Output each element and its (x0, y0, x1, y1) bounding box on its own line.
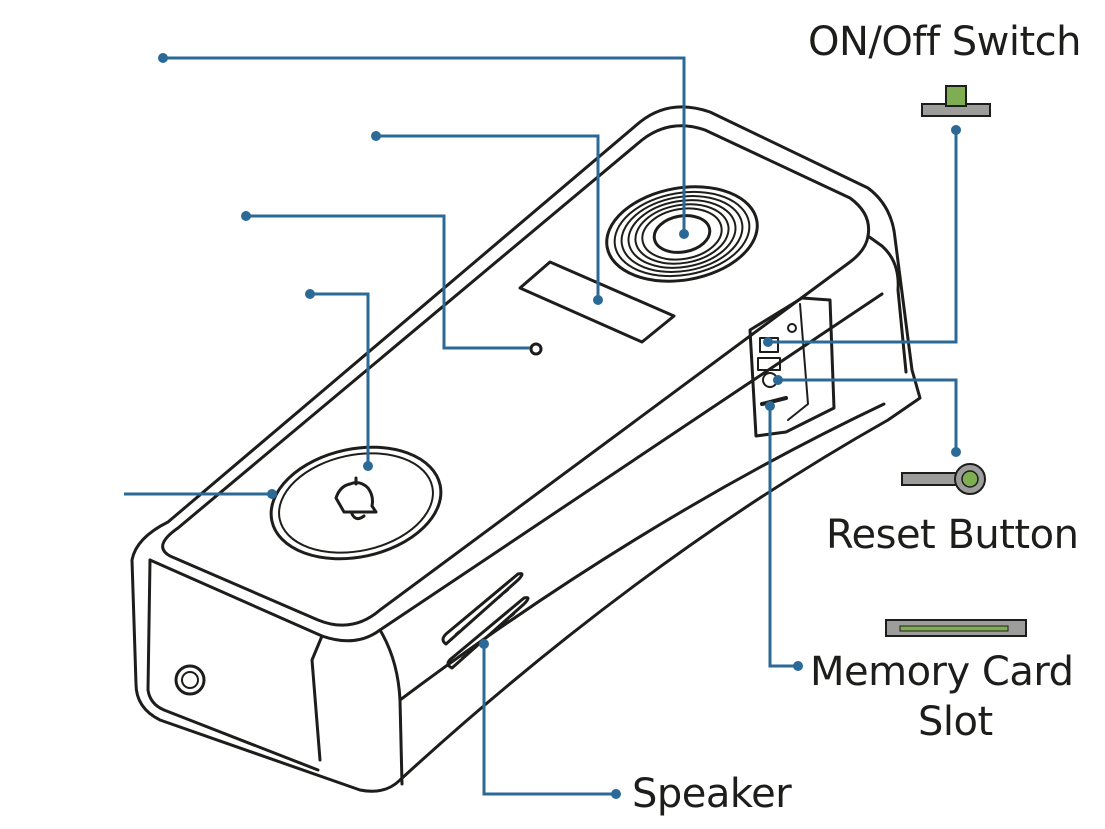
leader-reset (778, 378, 958, 452)
leader-lines (124, 56, 958, 796)
leader-memory (768, 406, 798, 668)
device-right-front-bottom (398, 402, 886, 702)
bell-icon (334, 476, 378, 521)
doorbell-button (269, 445, 443, 561)
reset-button-label: Reset Button (826, 512, 1079, 558)
sensor-window (518, 260, 676, 344)
leader-onoff (768, 130, 958, 344)
leader-dots (158, 53, 961, 799)
speaker-grille (441, 572, 530, 670)
device-front-lower (146, 558, 320, 772)
leader-mic (246, 214, 530, 350)
device-side-line (378, 292, 884, 632)
on-off-switch-label: ON/Off Switch (808, 19, 1082, 65)
device-right-front (378, 628, 404, 786)
device-outer-outline (130, 105, 922, 793)
device-side-edge (866, 234, 908, 374)
device-bottom-edge (310, 634, 324, 762)
leader-button (310, 292, 370, 466)
reset-pin-icon (901, 463, 986, 495)
microphone-hole (529, 342, 543, 356)
memory-card-label-line1: Memory Card (810, 649, 1074, 695)
leader-sensor (376, 134, 600, 300)
memory-card-label-line2: Slot (918, 699, 993, 745)
device-front-edge (148, 558, 382, 643)
camera-lens (605, 185, 759, 283)
leader-camera (163, 56, 686, 234)
device-top-face (161, 124, 871, 627)
speaker-label: Speaker (632, 771, 792, 817)
front-port (174, 664, 206, 696)
doorbell-button-inner (278, 452, 434, 554)
leader-speaker (482, 644, 616, 796)
side-port-panel (748, 296, 836, 438)
memory-card-icon (885, 619, 1027, 637)
switch-icon (921, 85, 991, 117)
